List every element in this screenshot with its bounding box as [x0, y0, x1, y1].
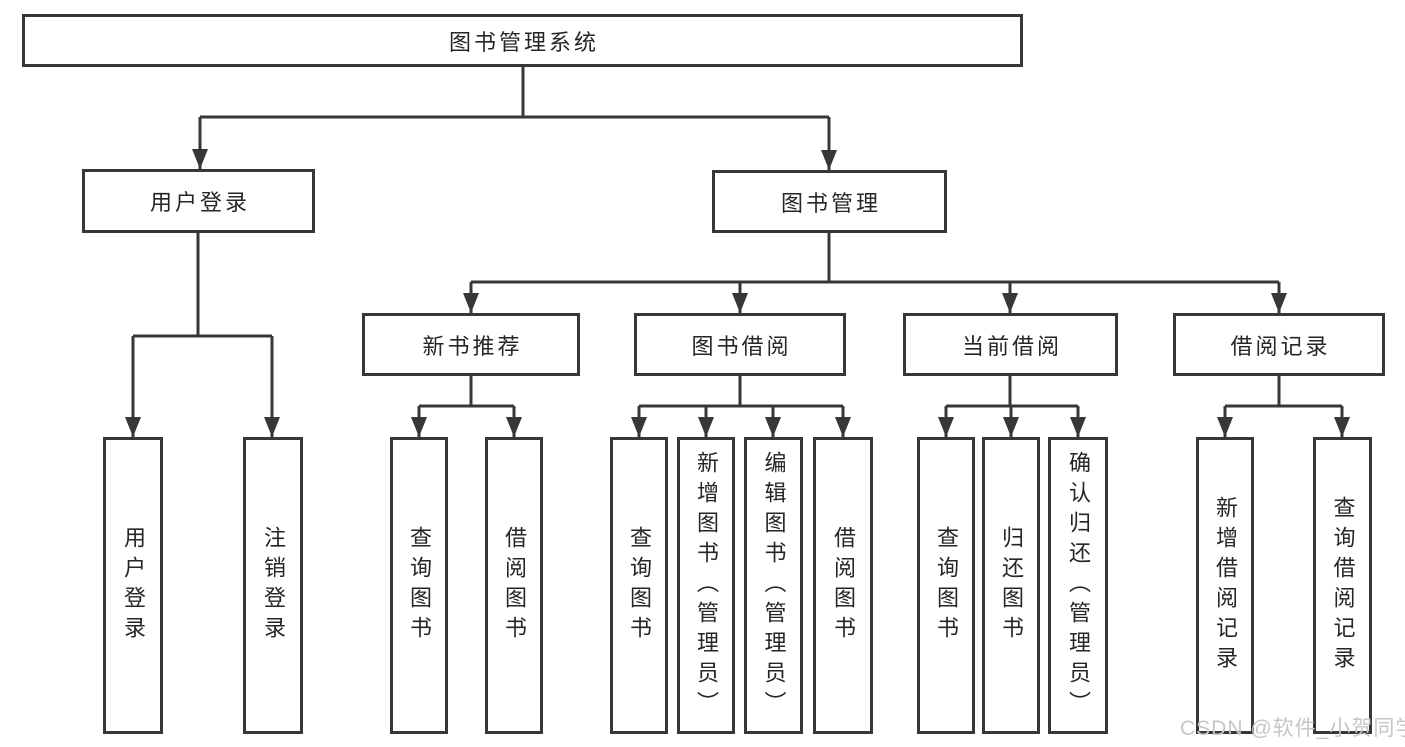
leaf-confirm-return-admin: 确认归还（管理员） [1048, 437, 1108, 734]
leaf-query-books-borrowing: 查询图书 [610, 437, 668, 734]
leaf-borrow-books-borrowing: 借阅图书 [813, 437, 873, 734]
node-book-management: 图书管理 [712, 170, 947, 233]
node-book-borrowing: 图书借阅 [634, 313, 846, 376]
leaf-user-login: 用户登录 [103, 437, 163, 734]
leaf-query-books-recommend: 查询图书 [390, 437, 448, 734]
leaf-query-borrow-record: 查询借阅记录 [1313, 437, 1372, 734]
leaf-return-books: 归还图书 [982, 437, 1040, 734]
leaf-borrow-books-recommend: 借阅图书 [485, 437, 543, 734]
connector-lines [131, 67, 1344, 437]
node-library-system: 图书管理系统 [22, 14, 1023, 67]
leaf-logout: 注销登录 [243, 437, 303, 734]
watermark-text: CSDN @软件_小贺同学 [1180, 717, 1405, 740]
node-new-book-recommend: 新书推荐 [362, 313, 580, 376]
node-current-borrowing: 当前借阅 [903, 313, 1118, 376]
leaf-add-books-admin: 新增图书（管理员） [677, 437, 735, 734]
leaf-query-books-current: 查询图书 [917, 437, 975, 734]
node-user-login: 用户登录 [82, 169, 315, 233]
leaf-edit-books-admin: 编辑图书（管理员） [744, 437, 803, 734]
node-borrowing-records: 借阅记录 [1173, 313, 1385, 376]
leaf-add-borrow-record: 新增借阅记录 [1196, 437, 1254, 734]
